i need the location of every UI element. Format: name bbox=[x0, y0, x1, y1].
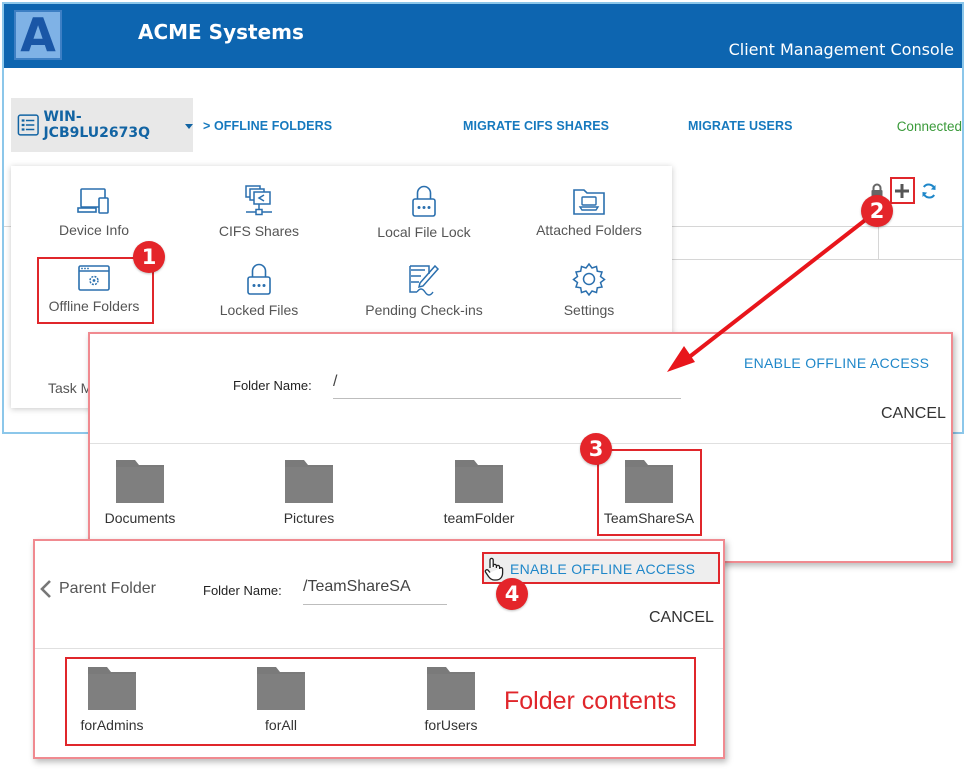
folder-label: forUsers bbox=[424, 717, 478, 733]
cancel-button[interactable]: CANCEL bbox=[881, 405, 946, 422]
migrate-cifs-shares-link[interactable]: MIGRATE CIFS SHARES bbox=[463, 119, 610, 133]
document-pen-icon bbox=[409, 264, 440, 296]
folder-icon bbox=[625, 460, 673, 503]
enable-offline-access-button[interactable]: ENABLE OFFLINE ACCESS bbox=[744, 355, 930, 371]
folder-forusers[interactable]: forUsers bbox=[391, 665, 511, 733]
refresh-icon[interactable] bbox=[920, 182, 938, 200]
window-gear-icon bbox=[78, 265, 110, 291]
table-column-divider bbox=[878, 226, 879, 259]
folder-name-input[interactable]: / bbox=[333, 373, 338, 390]
enable-offline-access-highlight bbox=[482, 552, 720, 584]
folder-forall[interactable]: forAll bbox=[221, 665, 341, 733]
monitor-icon bbox=[77, 188, 109, 214]
folder-icon bbox=[285, 460, 333, 503]
folder-drive-icon bbox=[573, 189, 605, 215]
device-name: WIN-JCB9LU2673Q bbox=[43, 109, 151, 141]
folder-contents-annotation: Folder contents bbox=[504, 687, 677, 715]
callout-badge-1: 1 bbox=[133, 241, 165, 273]
folder-contents-highlight bbox=[65, 657, 696, 746]
connection-status: Connected bbox=[896, 119, 962, 134]
menu-item-label: Task M bbox=[48, 380, 93, 396]
device-list-icon bbox=[17, 114, 39, 136]
offline-access-dialog-root: Folder Name: / ENABLE OFFLINE ACCESS CAN… bbox=[88, 332, 953, 563]
folder-icon bbox=[257, 667, 305, 710]
menu-item-label: Pending Check-ins bbox=[365, 302, 483, 318]
table-row-divider bbox=[672, 259, 962, 260]
menu-item-device-info[interactable]: Device Info bbox=[19, 186, 169, 238]
chevron-down-icon bbox=[185, 123, 193, 129]
folder-icon bbox=[427, 667, 475, 710]
table-left-divider bbox=[4, 226, 12, 227]
cancel-button[interactable]: CANCEL bbox=[649, 609, 714, 626]
folder-teamfolder[interactable]: teamFolder bbox=[419, 458, 539, 526]
network-share-icon bbox=[245, 185, 272, 216]
menu-item-label: Offline Folders bbox=[48, 298, 140, 314]
callout-badge-2: 2 bbox=[861, 195, 893, 227]
menu-item-locked-files[interactable]: Locked Files bbox=[184, 262, 334, 318]
folder-icon bbox=[88, 667, 136, 710]
folder-teamsharesa[interactable]: TeamShareSA bbox=[589, 458, 709, 526]
folder-pictures[interactable]: Pictures bbox=[249, 458, 369, 526]
menu-item-cifs-shares[interactable]: CIFS Shares bbox=[184, 184, 334, 239]
lock-icon bbox=[412, 185, 436, 217]
folder-name-underline bbox=[333, 398, 681, 399]
add-button-highlight bbox=[890, 177, 915, 204]
offline-folders-highlight bbox=[37, 257, 154, 324]
folder-name-underline bbox=[303, 604, 447, 605]
menu-item-label: Attached Folders bbox=[536, 222, 642, 238]
callout-badge-3: 3 bbox=[580, 433, 612, 465]
lock-icon bbox=[247, 263, 271, 295]
menu-item-settings[interactable]: Settings bbox=[514, 262, 664, 318]
company-logo: A bbox=[14, 10, 62, 60]
add-icon[interactable] bbox=[893, 182, 911, 200]
folder-label: forAdmins bbox=[80, 717, 144, 733]
folder-label: forAll bbox=[265, 717, 297, 733]
folder-label: teamFolder bbox=[443, 510, 515, 526]
folder-documents[interactable]: Documents bbox=[90, 458, 200, 526]
dialog-divider bbox=[90, 443, 951, 444]
menu-item-local-file-lock[interactable]: Local File Lock bbox=[349, 184, 499, 240]
menu-item-label: Device Info bbox=[58, 222, 130, 238]
parent-folder-label: Parent Folder bbox=[59, 580, 156, 597]
breadcrumb-offline-folders[interactable]: > OFFLINE FOLDERS bbox=[203, 119, 333, 133]
folder-icon bbox=[116, 460, 164, 503]
folder-label: Pictures bbox=[283, 510, 335, 526]
chevron-left-icon bbox=[40, 580, 51, 598]
callout-badge-4: 4 bbox=[496, 578, 528, 610]
menu-item-label: Settings bbox=[563, 302, 615, 318]
folder-label: TeamShareSA bbox=[603, 510, 695, 526]
menu-item-offline-folders[interactable]: Offline Folders bbox=[19, 264, 169, 314]
hand-cursor-icon bbox=[484, 557, 504, 581]
folder-foradmins[interactable]: forAdmins bbox=[52, 665, 172, 733]
folder-name-input[interactable]: /TeamShareSA bbox=[303, 578, 411, 595]
migrate-users-link[interactable]: MIGRATE USERS bbox=[688, 119, 793, 133]
parent-folder-button[interactable]: Parent Folder bbox=[39, 579, 156, 599]
gear-icon bbox=[572, 262, 606, 296]
folder-name-label: Folder Name: bbox=[203, 583, 282, 598]
menu-item-label: CIFS Shares bbox=[218, 223, 300, 239]
company-name: ACME Systems bbox=[138, 20, 304, 44]
enable-offline-access-button[interactable]: ENABLE OFFLINE ACCESS bbox=[510, 561, 696, 577]
menu-item-pending-checkins[interactable]: Pending Check-ins bbox=[349, 262, 499, 318]
folder-icon bbox=[455, 460, 503, 503]
menu-item-label: Local File Lock bbox=[377, 224, 471, 240]
dialog-divider bbox=[35, 648, 723, 649]
device-selector-button[interactable]: WIN-JCB9LU2673Q bbox=[11, 98, 193, 152]
header-bar: A ACME Systems Client Management Console bbox=[4, 4, 962, 68]
table-header-divider bbox=[672, 226, 962, 227]
menu-item-attached-folders[interactable]: Attached Folders bbox=[514, 186, 664, 238]
teamsharesa-highlight bbox=[597, 449, 702, 536]
console-title: Client Management Console bbox=[728, 40, 954, 59]
menu-item-label: Locked Files bbox=[219, 302, 299, 318]
offline-access-dialog-teamsharesa: Parent Folder Folder Name: /TeamShareSA … bbox=[33, 539, 725, 759]
folder-name-label: Folder Name: bbox=[233, 378, 312, 393]
folder-label: Documents bbox=[104, 510, 176, 526]
